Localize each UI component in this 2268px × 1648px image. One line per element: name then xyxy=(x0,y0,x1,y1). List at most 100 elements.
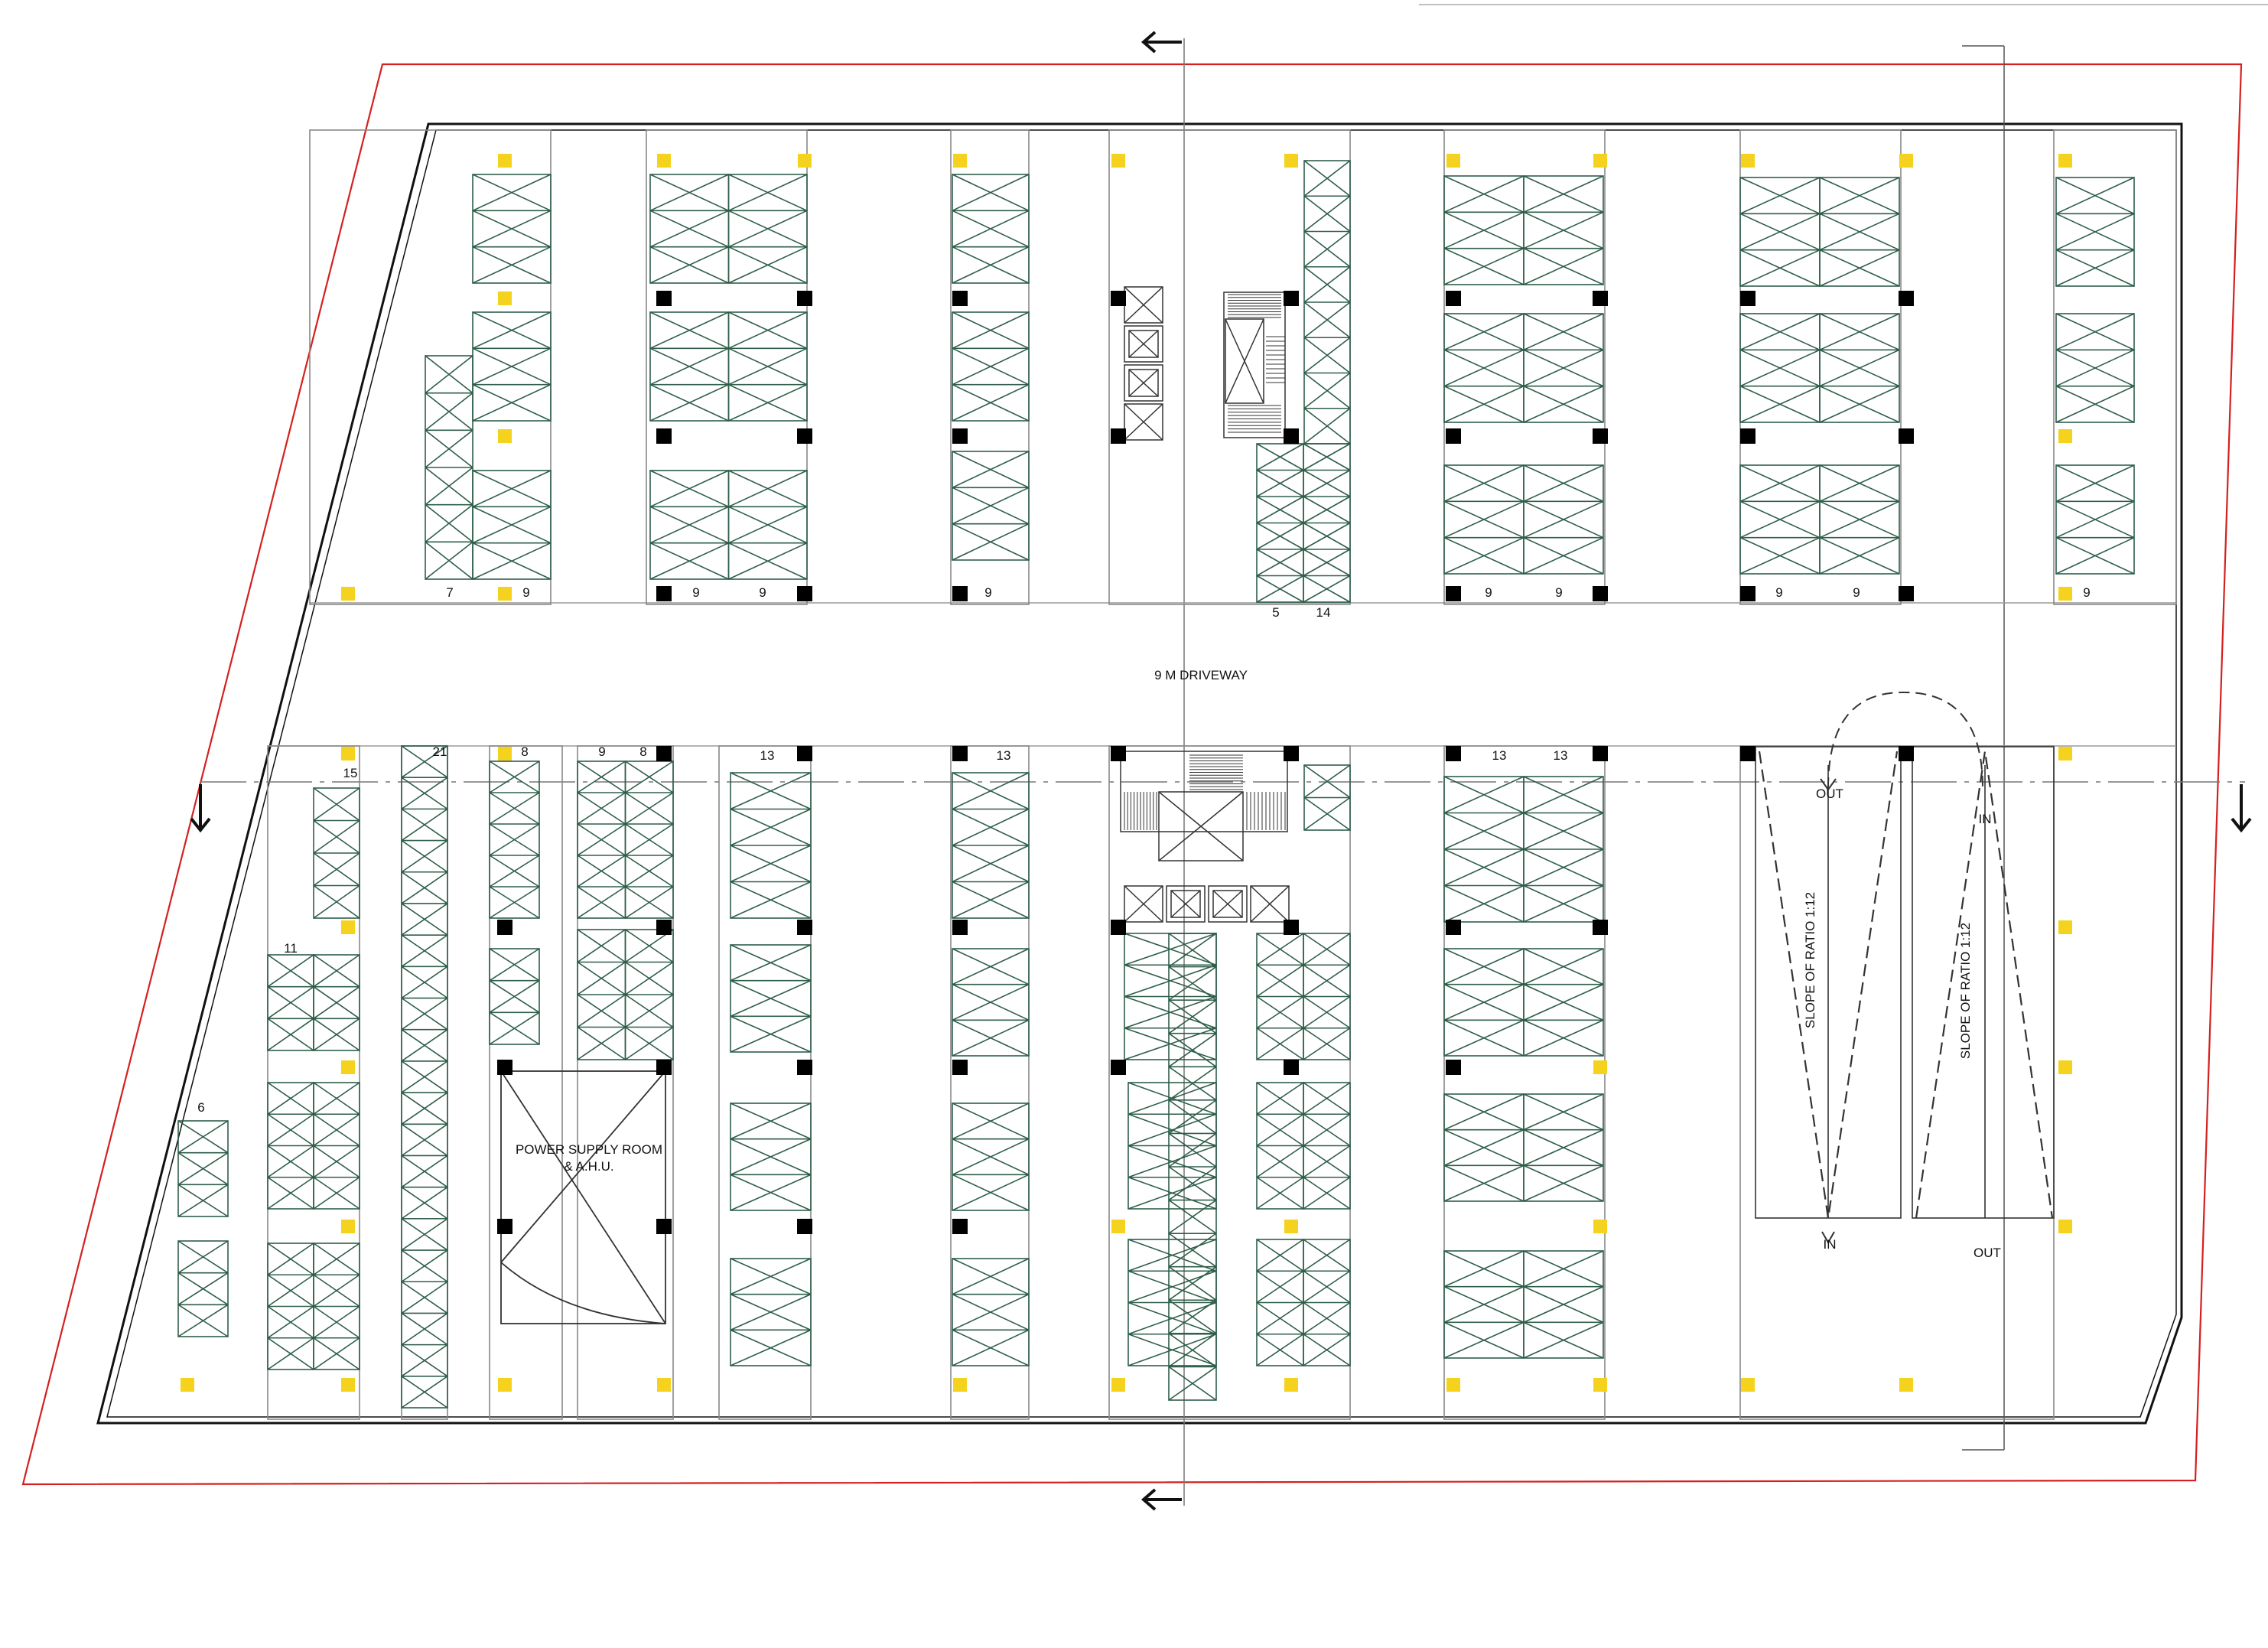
parking-stall-mark xyxy=(1168,1132,1217,1168)
parking-stall-mark xyxy=(1256,1239,1304,1272)
bay-frame xyxy=(577,745,674,1420)
parking-bay-frames xyxy=(267,129,2177,1420)
parking-stall-mark xyxy=(1168,1166,1217,1201)
parking-stall-mark xyxy=(1124,995,1217,1029)
parking-stall-mark xyxy=(1303,1113,1351,1147)
parking-stall-mark xyxy=(313,1177,360,1210)
parking-stall-mark xyxy=(730,979,812,1018)
parking-stall-mark xyxy=(1443,313,1524,351)
parking-stall-mark xyxy=(177,1240,229,1274)
parking-stall-row xyxy=(1443,175,1524,285)
column-yellow xyxy=(2058,1220,2072,1233)
parking-stall-mark xyxy=(1443,385,1524,423)
parking-stall-mark xyxy=(1256,933,1304,966)
parking-stall-row xyxy=(425,355,473,580)
parking-stall-mark xyxy=(1739,313,1821,351)
parking-stall-mark xyxy=(1303,764,1351,799)
parking-stall-mark xyxy=(649,470,729,508)
column-yellow xyxy=(1111,1378,1125,1392)
parking-stall-row xyxy=(952,948,1030,1057)
parking-stall-mark xyxy=(1256,995,1304,1029)
parking-stall-mark xyxy=(2055,177,2135,215)
column-yellow xyxy=(1593,154,1607,168)
parking-stall-mark xyxy=(1443,776,1524,814)
parking-stall-mark xyxy=(952,383,1030,422)
parking-stall-row xyxy=(1303,764,1351,831)
parking-stall-row xyxy=(952,772,1030,919)
parking-stall-mark xyxy=(952,1138,1030,1176)
parking-stall-mark xyxy=(1443,948,1524,985)
column-yellow xyxy=(181,1378,194,1392)
parking-stall-mark xyxy=(1303,443,1351,471)
parking-stall-row xyxy=(1819,177,1900,287)
parking-stall-row xyxy=(1523,948,1604,1057)
parking-stall-mark xyxy=(1127,1333,1217,1366)
parking-stall-mark xyxy=(1256,1028,1304,1060)
parking-stall-mark xyxy=(1303,522,1351,550)
columns xyxy=(181,154,2072,1392)
parking-stall-mark xyxy=(1256,575,1304,603)
power-supply-room xyxy=(500,1070,666,1324)
parking-stall-mark xyxy=(952,983,1030,1021)
stall-row-outline xyxy=(177,1240,229,1337)
parking-stall-row xyxy=(730,1258,812,1366)
parking-stall-mark xyxy=(952,311,1030,350)
column-yellow xyxy=(498,291,512,305)
stall-count-label: 14 xyxy=(1316,605,1331,620)
parking-stall-row xyxy=(489,760,540,919)
parking-stall-mark xyxy=(730,1102,812,1140)
column-structural xyxy=(1446,920,1461,935)
parking-stall-mark xyxy=(625,886,674,919)
parking-stall-row xyxy=(730,1102,812,1211)
parking-stall-mark xyxy=(1168,1366,1217,1401)
parking-stall-mark xyxy=(472,383,552,422)
parking-stall-row xyxy=(1443,464,1524,575)
parking-stall-mark xyxy=(1168,1299,1217,1334)
stall-count-label: 21 xyxy=(433,744,447,759)
parking-stall-mark xyxy=(401,839,448,873)
parking-stall-mark xyxy=(1303,549,1351,577)
parking-stall-mark xyxy=(1303,1239,1351,1272)
stall-row-outline xyxy=(489,760,540,919)
stall-row-outline xyxy=(1819,313,1900,423)
parking-stall-row xyxy=(577,760,626,919)
parking-stall-mark xyxy=(1256,522,1304,550)
parking-stall-mark xyxy=(1739,536,1821,575)
stall-row-outline xyxy=(952,311,1030,422)
parking-stall-mark xyxy=(1523,211,1604,249)
parking-stall-row xyxy=(489,948,540,1045)
parking-stall-row xyxy=(1523,1093,1604,1202)
bay-frame xyxy=(718,745,812,1420)
stall-row-outline xyxy=(952,451,1030,561)
parking-stall-mark xyxy=(1523,536,1604,575)
parking-stall-mark xyxy=(1168,1033,1217,1067)
bay-frame xyxy=(1443,745,1606,1420)
parking-stall-mark xyxy=(728,174,808,212)
bay-frame xyxy=(950,745,1030,1420)
parking-stall-mark xyxy=(313,1274,360,1308)
column-yellow xyxy=(1593,1378,1607,1392)
column-structural xyxy=(497,1060,512,1075)
stall-count-label: 9 xyxy=(1775,585,1782,600)
stall-count-label: 9 xyxy=(1485,585,1492,600)
parking-stall-mark xyxy=(401,1092,448,1125)
stall-row-outline xyxy=(730,1102,812,1211)
stall-count-label: 9 xyxy=(984,585,991,600)
stall-row-outline xyxy=(177,1120,229,1217)
parking-stall-mark xyxy=(1127,1145,1217,1178)
parking-stall-mark xyxy=(313,1145,360,1178)
parking-stall-row xyxy=(313,1243,360,1370)
parking-stall-row xyxy=(472,470,552,580)
stall-count-label: 9 xyxy=(759,585,766,600)
parking-stall-mark xyxy=(1523,1250,1604,1288)
stall-count-label: 7 xyxy=(446,585,453,600)
column-structural xyxy=(1446,428,1461,444)
column-structural xyxy=(1284,920,1299,935)
parking-stall-mark xyxy=(2055,500,2135,539)
stall-row-outline xyxy=(1523,1093,1604,1202)
parking-stall-mark xyxy=(952,1174,1030,1211)
section-arrow-bottom xyxy=(1141,1488,1182,1511)
column-yellow xyxy=(341,920,355,934)
column-structural xyxy=(1740,586,1756,601)
parking-stall-row xyxy=(1523,464,1604,575)
